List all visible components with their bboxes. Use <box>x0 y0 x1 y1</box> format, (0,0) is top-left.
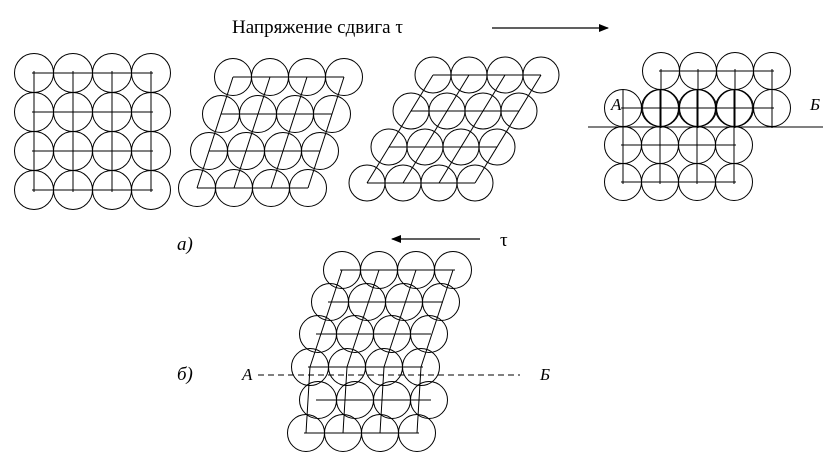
lattice-line <box>305 366 311 434</box>
part-b-label: б) <box>177 364 193 385</box>
lattice-line <box>420 269 454 368</box>
lattice-line <box>474 74 542 184</box>
plane-label-a-top: А <box>610 95 622 114</box>
lattice-line <box>346 269 380 368</box>
plane-label-b-bottom: Б <box>539 365 550 384</box>
lattice-line <box>416 366 422 434</box>
lattice-line <box>307 76 345 189</box>
lattice-line <box>438 74 506 184</box>
part-a-label: а) <box>177 234 193 255</box>
lattice-line <box>196 76 234 189</box>
lattice-line <box>233 76 271 189</box>
tau-label: τ <box>500 230 508 251</box>
plane-label-b-top: Б <box>809 95 820 114</box>
lattice-line <box>342 366 348 434</box>
lattice-line <box>402 74 470 184</box>
lattice-line <box>309 269 343 368</box>
lattice-line <box>379 366 385 434</box>
shear-stress-title: Напряжение сдвига τ <box>232 17 403 38</box>
plane-label-a-bottom: А <box>241 365 253 384</box>
lattice-line <box>366 74 434 184</box>
lattice-line <box>270 76 308 189</box>
lattice-line <box>383 269 417 368</box>
